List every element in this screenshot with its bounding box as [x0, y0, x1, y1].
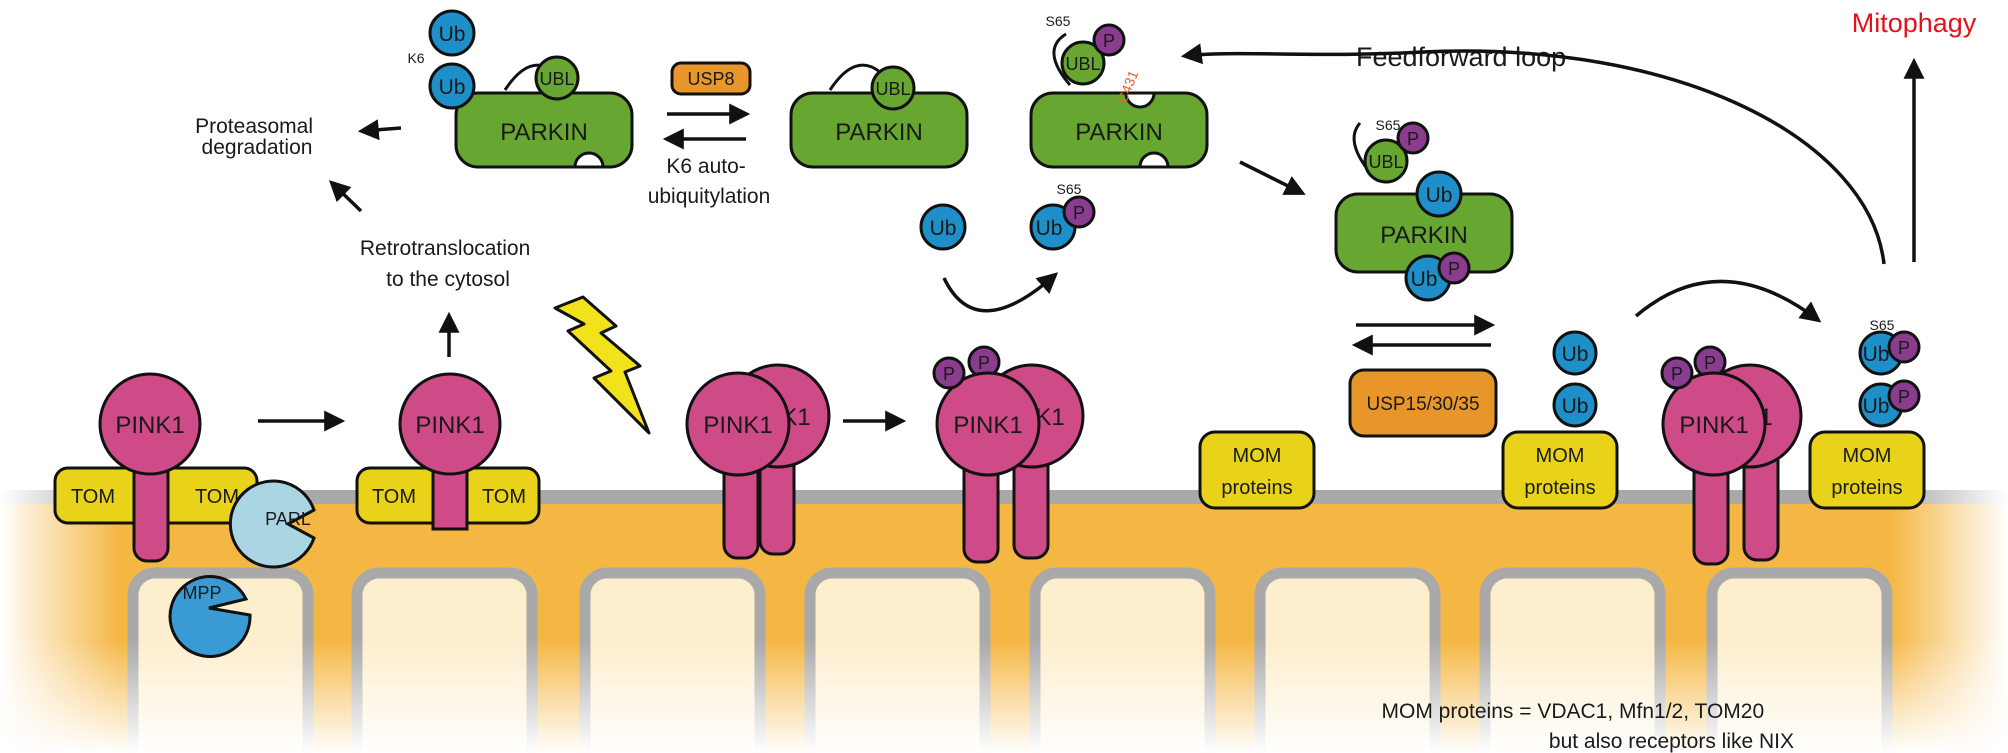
mpp-protease-icon — [168, 575, 252, 658]
feedforward-loop-label: Feedforward loop — [1356, 42, 1566, 72]
svg-text:Ub: Ub — [1426, 184, 1453, 207]
arrow-ub-chain-phosphorylation — [1634, 279, 1822, 323]
svg-text:PARKIN: PARKIN — [1075, 119, 1163, 146]
arrow-to-proteasome — [357, 119, 402, 141]
usp8-box: USP8 — [670, 61, 752, 96]
arrow-parkin-activation — [1239, 160, 1306, 195]
svg-text:P: P — [1704, 353, 1716, 373]
svg-text:P: P — [1448, 259, 1460, 279]
phospho-ub: Ub P S65 — [1029, 181, 1096, 251]
mitophagy-label: Mitophagy — [1852, 8, 1977, 38]
free-ub: Ub — [919, 203, 967, 251]
pink1-dimer: K1 PINK1 — [685, 363, 831, 560]
svg-text:PINK1: PINK1 — [703, 412, 772, 439]
svg-text:PARKIN: PARKIN — [1380, 222, 1468, 249]
svg-text:K6: K6 — [407, 50, 424, 66]
parkin-k6-ub: UBL PARKIN Ub Ub K6 — [407, 9, 634, 169]
svg-text:UBL: UBL — [875, 79, 910, 99]
svg-text:TOM: TOM — [195, 486, 239, 508]
parkin-active-complex: UBL P S65 Ub PARKIN Ub P — [1334, 117, 1514, 302]
svg-text:PARKIN: PARKIN — [835, 119, 923, 146]
svg-text:UBL: UBL — [539, 69, 574, 89]
arrow-ub-phosphorylation — [942, 272, 1059, 313]
svg-text:P: P — [1898, 387, 1910, 407]
mom-proteins-note: MOM proteins = VDAC1, Mfn1/2, TOM20 but … — [1382, 700, 1794, 753]
pink1-phospho-dimer: K1 P PINK1 P — [932, 345, 1085, 564]
arrows — [258, 43, 1925, 432]
proteasomal-degradation-label: Proteasomal degradation — [195, 115, 319, 159]
usp15-30-35-box: USP15/30/35 — [1348, 368, 1498, 438]
k6-autoubiquitylation-label: K6 auto- ubiquitylation — [648, 155, 771, 208]
svg-text:P: P — [1898, 338, 1910, 358]
svg-text:UBL: UBL — [1368, 152, 1403, 172]
stress-lightning-icon — [553, 295, 651, 435]
svg-text:P: P — [1407, 129, 1419, 149]
svg-text:PINK1: PINK1 — [1679, 412, 1748, 439]
svg-text:Ub: Ub — [439, 76, 466, 99]
svg-text:TOM: TOM — [372, 486, 416, 508]
svg-text:MPP: MPP — [182, 583, 221, 603]
svg-text:TOM: TOM — [482, 486, 526, 508]
parkin-phospho-ubl: UBL P S65 C431 PARKIN — [1029, 13, 1209, 169]
parkin-inactive: UBL PARKIN — [789, 63, 969, 169]
retrotranslocation-label: Retrotranslocation to the cytosol — [360, 237, 536, 291]
parl-protease-icon — [228, 479, 316, 569]
svg-text:Ub: Ub — [1562, 395, 1589, 418]
svg-text:S65: S65 — [1870, 317, 1895, 333]
svg-text:Ub: Ub — [439, 23, 466, 46]
svg-text:UBL: UBL — [1065, 54, 1100, 74]
svg-text:S65: S65 — [1046, 13, 1071, 29]
svg-text:Ub: Ub — [930, 217, 957, 240]
svg-text:P: P — [1671, 364, 1683, 384]
svg-text:Ub: Ub — [1036, 217, 1063, 240]
svg-text:P: P — [943, 364, 955, 384]
pink1-tom-complex-stage2: TOM TOM PINK1 — [355, 372, 541, 531]
svg-text:Ub: Ub — [1863, 343, 1890, 366]
svg-text:PARL: PARL — [265, 509, 311, 529]
svg-text:PINK1: PINK1 — [115, 412, 184, 439]
arrow-feedforward-loop — [1180, 43, 1886, 265]
svg-text:S65: S65 — [1376, 117, 1401, 133]
svg-text:Ub: Ub — [1863, 395, 1890, 418]
svg-text:PINK1: PINK1 — [953, 412, 1022, 439]
pink1-tom-complex-stage1: TOM TOM PINK1 PARL MPP — [53, 372, 316, 658]
svg-text:P: P — [1103, 31, 1115, 51]
svg-text:S65: S65 — [1057, 181, 1082, 197]
arrow-retro-to-proteasome — [328, 180, 363, 213]
svg-text:P: P — [978, 353, 990, 373]
svg-text:PARKIN: PARKIN — [500, 119, 588, 146]
svg-text:Ub: Ub — [1562, 343, 1589, 366]
svg-text:P: P — [1073, 203, 1085, 223]
svg-text:USP15/30/35: USP15/30/35 — [1366, 394, 1479, 415]
svg-text:Ub: Ub — [1411, 268, 1438, 291]
pink1-phospho-dimer-right: K1 P PINK1 P — [1660, 345, 1803, 566]
svg-text:TOM: TOM — [71, 486, 115, 508]
svg-text:USP8: USP8 — [687, 69, 734, 89]
svg-text:PINK1: PINK1 — [415, 412, 484, 439]
